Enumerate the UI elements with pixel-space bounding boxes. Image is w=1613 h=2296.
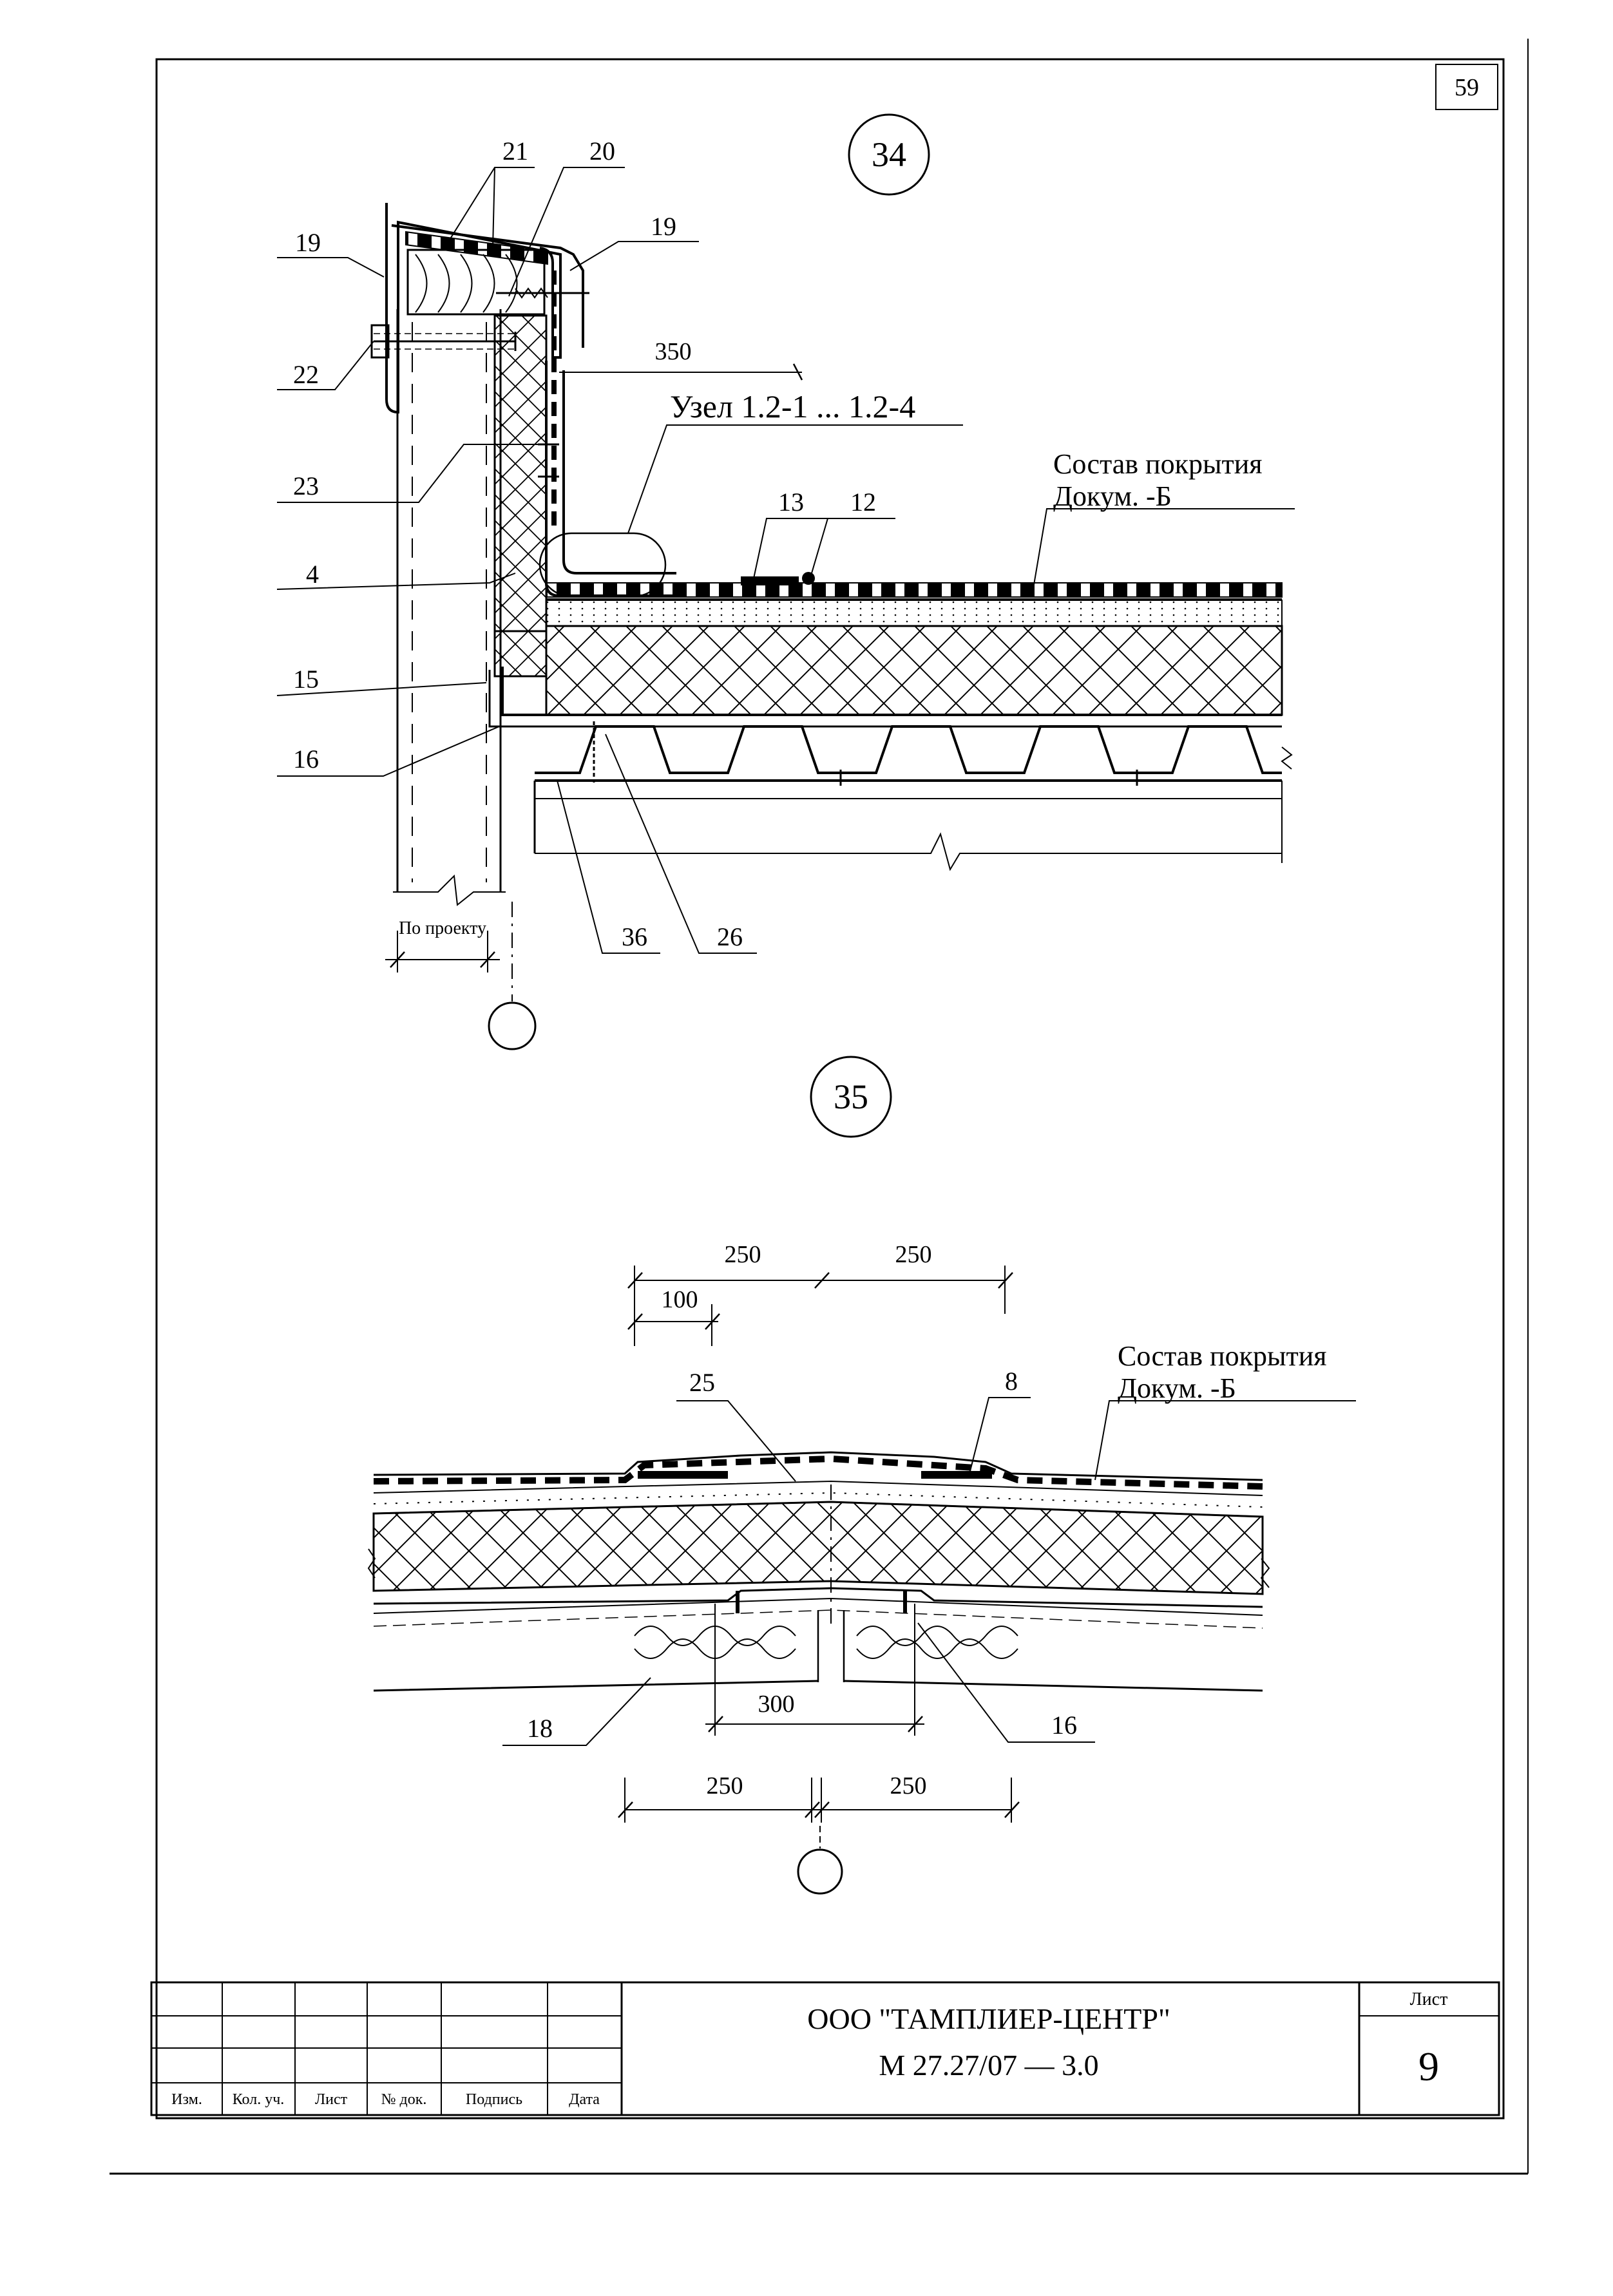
callout-20: 20 [589, 137, 615, 166]
dim-250-top-left: 250 [725, 1241, 761, 1268]
stamp-col-sign: Подпись [466, 2091, 522, 2108]
callout-12: 12 [850, 488, 876, 517]
stamp-col-doc: № док. [381, 2091, 427, 2108]
dim-300-group: 300 [705, 1604, 924, 1736]
vapor-barrier [501, 667, 1282, 716]
dim-250-bottom-left: 250 [707, 1772, 743, 1799]
roof-insulation [545, 625, 1283, 716]
stamp-col-kol: Кол. уч. [233, 2091, 285, 2108]
callout-15: 15 [293, 665, 319, 694]
callout-21: 21 [502, 137, 528, 166]
stamp-col-izm: Изм. [171, 2091, 202, 2108]
profiled-deck [535, 725, 1282, 774]
node-34: 34 [276, 113, 1295, 1050]
node-35-circle [810, 1056, 892, 1138]
dims-bottom-35: 250 250 [618, 1772, 1020, 1823]
callout-23: 23 [293, 471, 319, 500]
sheet-label: Лист [1410, 1989, 1448, 2009]
dim-250-bottom-right: 250 [890, 1772, 927, 1799]
stamp-col-date: Дата [569, 2091, 600, 2108]
callouts-34: 21 20 19 19 22 23 13 12 4 15 16 36 [276, 137, 895, 954]
callout-19-left: 19 [295, 228, 321, 257]
callout-25: 25 [689, 1368, 715, 1397]
document-code: М 27.27/07 — 3.0 [879, 2049, 1098, 2082]
node-35: 35 250 250 100 [367, 1056, 1356, 1895]
timber-block [406, 249, 546, 316]
wall-panels-35 [373, 1587, 1263, 1692]
sheet-number: 9 [1418, 2044, 1439, 2089]
roof-composition-doc: Докум. -Б [1053, 480, 1172, 512]
callout-8: 8 [1005, 1367, 1018, 1396]
callout-36: 36 [622, 922, 647, 951]
dim-100: 100 [662, 1286, 698, 1313]
node-ref-bubble [539, 532, 667, 598]
node-34-number: 34 [872, 135, 906, 174]
axis-marker-34 [488, 1001, 537, 1050]
dims-top-35: 250 250 100 [627, 1241, 1013, 1346]
stamp-col-list: Лист [315, 2091, 348, 2108]
page-number: 59 [1455, 74, 1479, 101]
title-block: Изм. Кол. уч. Лист № док. Подпись Дата О… [150, 1981, 1500, 2116]
parapet-wall [393, 309, 506, 906]
roof-composition-title-35: Состав покрытия [1118, 1340, 1327, 1372]
callout-26: 26 [717, 922, 743, 951]
callout-22: 22 [293, 360, 319, 389]
dim-300: 300 [758, 1691, 795, 1718]
callout-13: 13 [778, 488, 804, 517]
node-ref-label: Узел 1.2-1 ... 1.2-4 [670, 388, 915, 424]
dim-project: По проекту [385, 918, 500, 972]
callout-16-35: 16 [1051, 1711, 1077, 1740]
page-number-box: 59 [1435, 64, 1498, 110]
parapet-insulation [493, 314, 548, 632]
node-34-circle [848, 113, 930, 196]
callout-18: 18 [527, 1714, 553, 1743]
callouts-35: 25 8 18 16 [502, 1367, 1095, 1746]
parapet-membrane [538, 270, 676, 597]
roof-covering [546, 572, 1283, 627]
roof-composition-title: Состав покрытия [1053, 448, 1263, 480]
callout-19-right: 19 [651, 212, 676, 241]
parapet-cap [370, 203, 589, 414]
callout-4: 4 [306, 560, 319, 589]
axis-marker-35 [797, 1848, 843, 1895]
dim-project-label: По проекту [399, 918, 486, 938]
roof-composition-doc-35: Докум. -Б [1118, 1372, 1236, 1404]
sheet-frame [110, 39, 1529, 2175]
dim-250-top-right: 250 [895, 1241, 932, 1268]
overlap-strip [741, 576, 799, 585]
node-35-number: 35 [834, 1077, 868, 1116]
company-name: ООО "ТАМПЛИЕР-ЦЕНТР" [807, 2002, 1170, 2035]
callout-16: 16 [293, 745, 319, 773]
sealant-bead [802, 572, 815, 585]
roof-insulation-35 [372, 1501, 1264, 1595]
dim-350: 350 [655, 338, 692, 365]
